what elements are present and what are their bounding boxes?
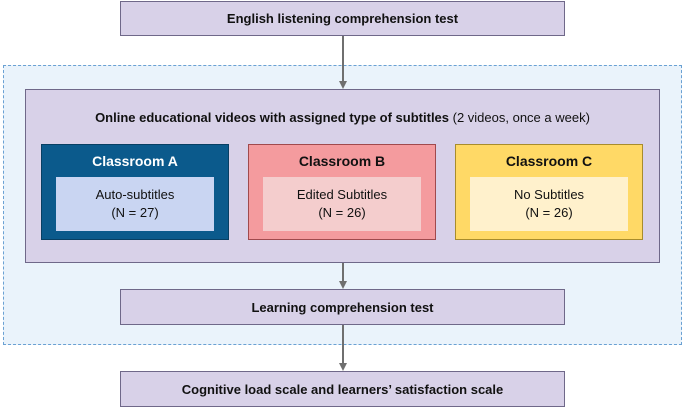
pretest-label: English listening comprehension test — [226, 11, 459, 26]
classroom-a-subtitle-type: Auto-subtitles — [95, 187, 175, 202]
classroom-a-sample-size: (N = 27) — [111, 205, 159, 220]
scales-box: Cognitive load scale and learners’ satis… — [120, 371, 565, 407]
classroom-b-box: Classroom B Edited Subtitles (N = 26) — [248, 144, 436, 240]
classroom-c-subtitle-type: No Subtitles — [513, 187, 585, 202]
online-videos-title: Online educational videos with assigned … — [26, 110, 659, 125]
classroom-c-sample-size: (N = 26) — [525, 205, 573, 220]
scales-label: Cognitive load scale and learners’ satis… — [181, 381, 504, 397]
classroom-c-condition: No Subtitles (N = 26) — [470, 177, 628, 231]
posttest-label: Learning comprehension test — [251, 299, 434, 315]
classroom-c-title: Classroom C — [505, 153, 593, 169]
classroom-c-box: Classroom C No Subtitles (N = 26) — [455, 144, 643, 240]
classroom-b-title: Classroom B — [298, 153, 386, 169]
classroom-a-title: Classroom A — [92, 153, 178, 169]
classroom-b-sample-size: (N = 26) — [318, 205, 366, 220]
pretest-box: English listening comprehension test — [120, 1, 565, 36]
classroom-a-box: Classroom A Auto-subtitles (N = 27) — [41, 144, 229, 240]
online-videos-title-bold: Online educational videos with assigned … — [95, 110, 450, 125]
classroom-b-condition: Edited Subtitles (N = 26) — [263, 177, 421, 231]
online-videos-title-detail: (2 videos, once a week) — [449, 110, 590, 125]
classroom-b-subtitle-type: Edited Subtitles — [296, 187, 388, 202]
classroom-a-condition: Auto-subtitles (N = 27) — [56, 177, 214, 231]
posttest-box: Learning comprehension test — [120, 289, 565, 325]
